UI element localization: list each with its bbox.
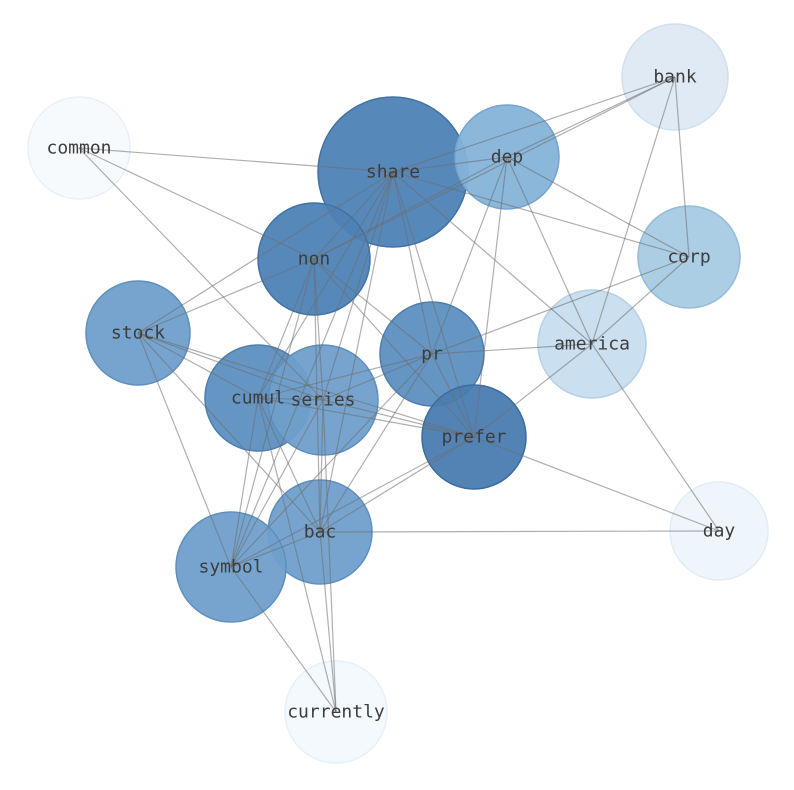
edge-bank-corp xyxy=(674,76,690,258)
edge-corp-pr xyxy=(431,256,690,355)
edge-non-symbol xyxy=(230,258,315,568)
edge-dep-corp xyxy=(506,156,690,258)
node-label-currently: currently xyxy=(287,702,385,723)
edge-pr-cumul xyxy=(257,353,433,399)
edge-non-stock xyxy=(137,258,315,334)
edge-non-pr xyxy=(313,258,433,355)
edge-series-bac xyxy=(319,399,324,533)
edge-common-non xyxy=(78,147,315,260)
node-label-share: share xyxy=(366,162,420,183)
node-label-common: common xyxy=(46,138,111,159)
edge-series-symbol xyxy=(230,399,324,568)
edge-america-day xyxy=(591,343,720,532)
edge-dep-non xyxy=(313,156,508,260)
node-label-day: day xyxy=(703,521,736,542)
edge-share-dep xyxy=(392,156,508,173)
edge-cumul-symbol xyxy=(230,397,259,568)
edge-pr-series xyxy=(322,353,433,401)
edge-bank-dep xyxy=(506,76,676,158)
edge-share-america xyxy=(392,171,593,345)
edge-bank-non xyxy=(313,76,676,260)
edge-dep-america xyxy=(506,156,593,345)
node-label-bank: bank xyxy=(653,67,697,88)
labels-layer: bank common share dep corp non stock america pr c… xyxy=(46,67,735,723)
edge-pr-prefer xyxy=(431,353,475,438)
edges-layer xyxy=(78,76,720,713)
edge-series-prefer xyxy=(322,399,475,438)
edge-symbol-currently xyxy=(230,566,337,713)
edge-bank-share xyxy=(392,76,676,173)
edge-series-currently xyxy=(322,399,337,713)
edge-stock-prefer xyxy=(137,332,475,438)
node-label-cumul: cumul xyxy=(231,388,285,409)
edge-bac-day xyxy=(319,530,720,533)
edge-share-stock xyxy=(137,171,394,334)
node-label-corp: corp xyxy=(667,247,710,268)
node-label-series: series xyxy=(290,390,355,411)
edge-pr-symbol xyxy=(230,353,433,568)
edge-share-bac xyxy=(319,171,394,533)
edge-common-share xyxy=(78,147,394,173)
edge-dep-prefer xyxy=(473,156,508,438)
node-label-pr: pr xyxy=(421,344,443,365)
edge-non-bac xyxy=(313,258,321,533)
edge-cumul-bac xyxy=(257,397,321,533)
edge-share-symbol xyxy=(230,171,394,568)
node-label-stock: stock xyxy=(111,323,165,344)
edge-dep-pr xyxy=(431,156,508,355)
edge-share-series xyxy=(322,171,394,401)
edge-prefer-symbol xyxy=(230,436,475,568)
edge-non-cumul xyxy=(257,258,315,399)
edge-america-pr xyxy=(431,343,593,355)
edge-share-prefer xyxy=(392,171,475,438)
edge-prefer-day xyxy=(473,436,720,532)
node-label-america: america xyxy=(554,334,630,355)
edge-cumul-currently xyxy=(257,397,337,713)
edge-stock-cumul xyxy=(137,332,259,399)
edge-non-series xyxy=(313,258,324,401)
edge-pr-bac xyxy=(319,353,433,533)
node-label-non: non xyxy=(298,249,331,270)
node-label-bac: bac xyxy=(304,522,337,543)
edge-share-corp xyxy=(392,171,690,258)
edge-corp-america xyxy=(591,256,690,345)
edge-share-pr xyxy=(392,171,433,355)
edge-cumul-series xyxy=(257,397,324,401)
edge-share-non xyxy=(313,171,394,260)
edge-america-prefer xyxy=(473,343,593,438)
node-label-prefer: prefer xyxy=(441,427,506,448)
edge-bank-america xyxy=(591,76,676,345)
edge-non-prefer xyxy=(313,258,475,438)
edge-share-cumul xyxy=(257,171,394,399)
edge-stock-bac xyxy=(137,332,321,533)
node-label-dep: dep xyxy=(491,147,524,168)
edge-cumul-prefer xyxy=(257,397,475,438)
edge-bac-currently xyxy=(319,531,337,713)
edge-bac-symbol xyxy=(230,531,321,568)
node-label-symbol: symbol xyxy=(198,557,263,578)
edge-prefer-bac xyxy=(319,436,475,533)
edge-stock-symbol xyxy=(137,332,232,568)
